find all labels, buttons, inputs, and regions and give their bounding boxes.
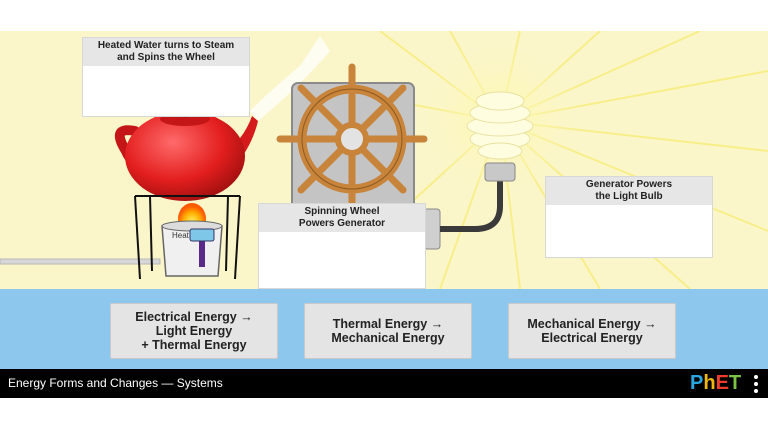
card-mechanical-to-electrical[interactable]: Mechanical Energy → Electrical Energy (508, 303, 676, 359)
wheel-info-label: Spinning Wheel Powers Generator (259, 204, 425, 232)
systems-scene: Heated Water turns to Steam and Spins th… (0, 31, 768, 289)
teapot-info-label: Heated Water turns to Steam and Spins th… (83, 38, 249, 66)
light-bulb (466, 91, 534, 182)
burner-stand (134, 195, 241, 280)
generator-connector (423, 208, 441, 250)
steam (250, 36, 330, 121)
phet-logo-t: T (728, 372, 742, 394)
energy-card-tray: Electrical Energy → Light Energy + Therm… (0, 289, 768, 369)
teapot-info-box: Heated Water turns to Steam and Spins th… (82, 37, 250, 117)
phet-logo-p: P (690, 372, 704, 394)
teapot[interactable] (114, 108, 258, 201)
card-thermal-to-mechanical[interactable]: Thermal Energy → Mechanical Energy (304, 303, 472, 359)
bulb-info-label: Generator Powers the Light Bulb (546, 177, 712, 205)
kebab-menu-icon[interactable] (753, 375, 759, 393)
ground-pipe (0, 258, 161, 265)
bulb-info-box: Generator Powers the Light Bulb (545, 176, 713, 258)
phet-logo-h: h (703, 372, 716, 394)
power-cable (440, 179, 503, 232)
card-electrical-to-light-thermal[interactable]: Electrical Energy → Light Energy + Therm… (110, 303, 278, 359)
sim-title: Energy Forms and Changes — Systems (8, 376, 223, 390)
heater-label: Heat (172, 231, 189, 240)
scene-art (0, 31, 768, 289)
spinning-wheel[interactable] (276, 63, 428, 215)
wheel-info-box: Spinning Wheel Powers Generator (258, 203, 426, 289)
phet-logo-e: E (715, 372, 729, 394)
heat-slider-thumb[interactable] (189, 228, 215, 242)
navigation-bar: Energy Forms and Changes — Systems PhET (0, 369, 768, 398)
phet-logo[interactable]: PhET (690, 372, 741, 395)
